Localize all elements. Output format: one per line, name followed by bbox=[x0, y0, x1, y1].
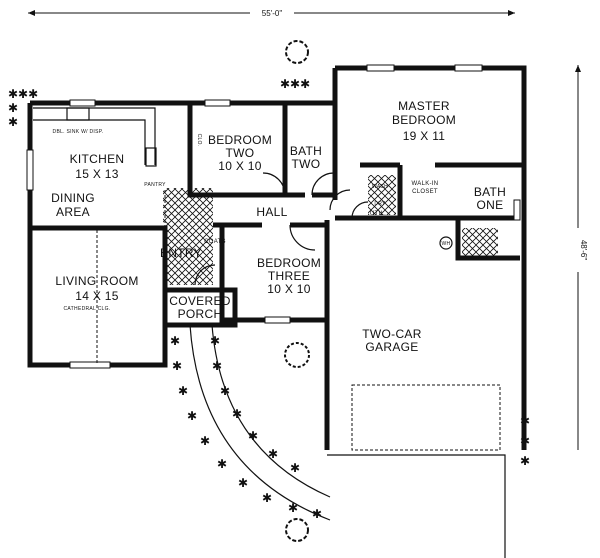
svg-text:✱: ✱ bbox=[312, 507, 322, 521]
svg-text:✱: ✱ bbox=[210, 334, 220, 348]
windows bbox=[26, 64, 521, 369]
dryer-label: DRY bbox=[374, 201, 386, 207]
svg-text:✱: ✱ bbox=[8, 115, 18, 129]
driveway bbox=[327, 454, 506, 558]
front-walk bbox=[189, 324, 331, 521]
doors[interactable] bbox=[194, 172, 369, 286]
water-heater-icon bbox=[439, 236, 453, 250]
svg-text:✱: ✱ bbox=[290, 461, 300, 475]
depth-label: 48'-6" bbox=[579, 240, 588, 261]
cathedral-ceiling-note: CATHEDRAL CLG. bbox=[64, 306, 111, 312]
covered-porch-label-1: COVERED bbox=[169, 294, 230, 308]
closet-label: CLO. bbox=[196, 134, 202, 147]
svg-text:✱✱✱: ✱✱✱ bbox=[8, 87, 38, 101]
master-bedroom-label-1: MASTER bbox=[398, 99, 450, 113]
bath-two-label-1: BATH bbox=[290, 144, 322, 158]
walk-in-closet-label-2: CLOSET bbox=[412, 189, 438, 195]
kitchen-label: KITCHEN bbox=[70, 152, 125, 166]
sink bbox=[66, 107, 90, 121]
walk-in-closet-label-1: WALK-IN bbox=[412, 181, 439, 187]
svg-text:✱✱✱: ✱✱✱ bbox=[280, 77, 310, 91]
living-room-size: 14 X 15 bbox=[75, 289, 118, 303]
bath-one-label-1: BATH bbox=[474, 185, 506, 199]
svg-text:✱: ✱ bbox=[217, 457, 227, 471]
entry-label: ENTRY bbox=[160, 246, 202, 260]
living-room-label: LIVING ROOM bbox=[55, 274, 138, 288]
svg-text:✱: ✱ bbox=[288, 501, 298, 515]
bedroom-two-size: 10 X 10 bbox=[218, 159, 261, 173]
bedroom-two-label-1: BEDROOM bbox=[208, 133, 272, 147]
garage-label-2: GARAGE bbox=[365, 340, 418, 354]
dining-label-1: DINING bbox=[51, 191, 95, 205]
svg-text:✱: ✱ bbox=[520, 434, 530, 448]
bath-two-label-2: TWO bbox=[292, 157, 321, 171]
dining-label-2: AREA bbox=[56, 205, 90, 219]
coats-label: COATS bbox=[204, 239, 226, 245]
garage-label-1: TWO-CAR bbox=[362, 327, 421, 341]
width-label: 55'-0" bbox=[262, 9, 283, 18]
kitchen-size: 15 X 13 bbox=[75, 167, 118, 181]
svg-text:✱: ✱ bbox=[172, 359, 182, 373]
sink-label: DBL. SINK W/ DISP. bbox=[53, 129, 104, 135]
range bbox=[145, 147, 157, 167]
bedroom-three-size: 10 X 10 bbox=[267, 282, 310, 296]
depth-dimension: 48'-6" bbox=[571, 65, 588, 450]
master-bedroom-label-2: BEDROOM bbox=[392, 113, 456, 127]
svg-text:✱: ✱ bbox=[187, 409, 197, 423]
svg-text:✱: ✱ bbox=[232, 407, 242, 421]
svg-text:✱: ✱ bbox=[8, 101, 18, 115]
entry-tile bbox=[163, 188, 213, 285]
hall-label: HALL bbox=[256, 205, 287, 219]
garage-door bbox=[351, 384, 501, 451]
shower-tile bbox=[462, 228, 498, 256]
width-dimension: 55'-0" bbox=[28, 6, 515, 19]
svg-text:✱: ✱ bbox=[238, 476, 248, 490]
tree-icon bbox=[284, 40, 310, 542]
bedroom-two-label-2: TWO bbox=[226, 146, 255, 160]
bedroom-three-label-1: BEDROOM bbox=[257, 256, 321, 270]
shrub-icons: ✱✱✱✱✱ ✱✱✱✱✱✱ ✱✱✱✱✱✱✱✱✱✱ ✱✱✱✱✱✱✱ bbox=[8, 77, 530, 521]
svg-text:✱: ✱ bbox=[212, 359, 222, 373]
bedroom-three-label-2: THREE bbox=[268, 269, 310, 283]
svg-text:✱: ✱ bbox=[520, 414, 530, 428]
svg-text:✱: ✱ bbox=[520, 454, 530, 468]
svg-text:✱: ✱ bbox=[268, 447, 278, 461]
svg-text:✱: ✱ bbox=[200, 434, 210, 448]
water-heater-label: WH bbox=[442, 241, 451, 247]
bath-one-label-2: ONE bbox=[477, 198, 504, 212]
master-bedroom-size: 19 X 11 bbox=[403, 129, 446, 143]
svg-text:✱: ✱ bbox=[170, 334, 180, 348]
util-label: UTIL. bbox=[370, 211, 386, 217]
washer-label: WASH bbox=[372, 184, 388, 190]
covered-porch-label-2: PORCH bbox=[178, 307, 223, 321]
open-plan-dividers bbox=[30, 190, 166, 365]
laundry-tile bbox=[368, 175, 396, 215]
svg-text:✱: ✱ bbox=[178, 384, 188, 398]
svg-text:✱: ✱ bbox=[248, 429, 258, 443]
svg-text:✱: ✱ bbox=[262, 491, 272, 505]
svg-text:✱: ✱ bbox=[220, 384, 230, 398]
pantry-label: PANTRY bbox=[144, 182, 166, 188]
